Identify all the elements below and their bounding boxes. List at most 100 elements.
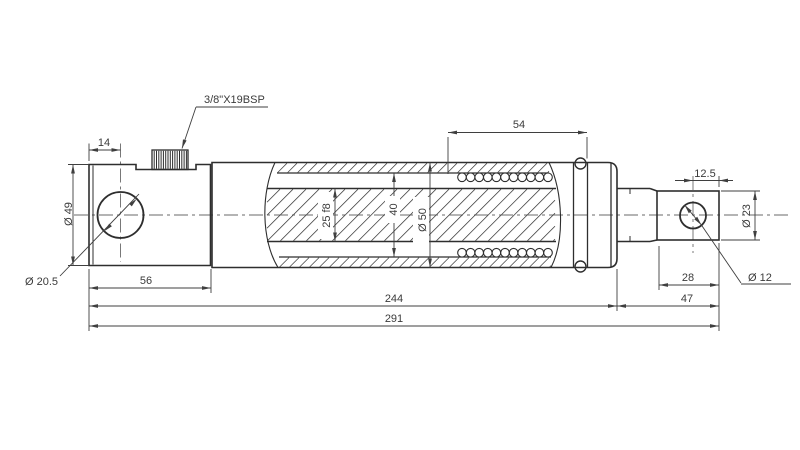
hatch-line — [379, 257, 390, 268]
hatch-line — [307, 162, 318, 173]
hatch-line — [358, 188, 411, 242]
spring-coil-circle — [482, 172, 493, 183]
hatch-line — [479, 257, 490, 268]
dim-total-length: 291 — [385, 313, 403, 325]
hatch-line — [540, 225, 556, 242]
dim-eye-bore-diameter: Ø 20.5 — [25, 276, 58, 288]
hatch-line — [329, 257, 340, 268]
hatch-line — [517, 162, 528, 173]
spring-coil-circle — [517, 247, 528, 258]
dimension-arrowhead — [710, 304, 719, 308]
hatch-line — [279, 257, 290, 268]
spring-coil-circle — [474, 247, 485, 258]
dim-rod-diameter: 25 f8 — [321, 203, 333, 227]
retainer-ring-top — [574, 157, 587, 170]
hatch-line — [488, 188, 541, 242]
rod-eye-hole — [679, 201, 707, 230]
hatch-line — [266, 188, 281, 203]
dimension-arrowhead — [753, 231, 757, 240]
dim-eye-pin-offset: 14 — [98, 137, 110, 149]
hatch-line — [327, 162, 338, 173]
dim-eye-outer-diameter: Ø 49 — [63, 202, 75, 226]
hatch-line — [553, 238, 556, 242]
spring-coil-circle — [508, 172, 519, 183]
dim-body-length: 244 — [385, 293, 403, 305]
dimension-arrowhead — [608, 304, 617, 308]
spring-coil-circle — [534, 247, 545, 258]
hatch-line — [537, 162, 548, 173]
hatch-line — [349, 257, 360, 268]
hatch-line — [423, 188, 476, 242]
dimension-arrowhead — [684, 205, 692, 214]
dim-rod-eye-bore: Ø 12 — [748, 272, 772, 284]
hatch-line — [359, 257, 370, 268]
hatch-line — [419, 257, 430, 268]
dimension-arrowhead — [710, 283, 719, 287]
port-plug — [151, 149, 189, 171]
hatch-line — [369, 257, 380, 268]
dim-rod-extension-length: 47 — [681, 293, 693, 305]
dimension-arrowhead — [71, 164, 75, 174]
left-eye-mount — [88, 163, 212, 267]
spring-coil-circle — [465, 247, 476, 258]
spring-coil-circle — [500, 247, 510, 258]
retainer-ring-bottom — [574, 260, 587, 273]
spring-coil-circle — [517, 172, 528, 183]
hatch-line — [539, 257, 550, 268]
hatch-line — [457, 162, 468, 173]
dim-eye-block-length: 56 — [140, 275, 152, 287]
section-break-left — [264, 162, 279, 268]
hatch-line — [439, 257, 450, 268]
dimension-arrowhead — [333, 232, 337, 242]
cylinder-barrel — [211, 161, 618, 269]
hatch-line — [287, 162, 298, 173]
port-thread-label: 3/8"X19BSP — [204, 94, 265, 106]
hatch-line — [499, 257, 510, 268]
hatch-line — [407, 162, 418, 173]
hatch-line — [266, 188, 294, 216]
left-eye-hole — [96, 191, 145, 239]
hatch-line — [475, 188, 528, 242]
hatch-line — [409, 257, 420, 268]
rod-taper-top — [649, 187, 658, 192]
dimension-arrowhead — [428, 258, 432, 268]
dimension-arrowhead — [71, 256, 75, 266]
port-plug-knurl — [153, 150, 187, 169]
dimension-arrowhead — [684, 178, 693, 183]
section-break-right — [548, 162, 562, 268]
dimension-arrowhead — [719, 178, 728, 183]
hatch-line — [299, 257, 310, 268]
hatch-line — [277, 162, 288, 173]
dim-rod-end-length: 28 — [682, 272, 694, 284]
hatch-line — [266, 188, 307, 229]
text-mask — [413, 197, 429, 243]
dimension-arrowhead — [392, 248, 396, 257]
hatch-line — [267, 188, 320, 242]
dimension-line — [701, 224, 742, 284]
hatch-line — [367, 162, 378, 173]
hatch-line — [397, 162, 408, 173]
spring-coil-circle — [508, 247, 519, 258]
hatch-line — [319, 257, 330, 268]
hatch-line — [514, 199, 556, 242]
spring-coil-circle — [543, 172, 553, 183]
hatch-line — [317, 162, 328, 173]
dimension-labels: 3/8"X19BSP 14 54 Ø 49 Ø 20.5 56 25 f8 40… — [25, 94, 772, 325]
hatch-line — [487, 162, 498, 173]
dim-rod-end-diameter: Ø 23 — [741, 204, 753, 228]
spring-coil-section — [457, 172, 553, 258]
dimension-arrowhead — [89, 286, 98, 290]
spring-coil-circle — [474, 172, 485, 183]
arrowheads — [71, 130, 757, 328]
dim-spring-length: 54 — [513, 119, 525, 131]
dimension-arrowhead — [202, 286, 211, 290]
hatch-line — [529, 257, 540, 268]
hatch-line — [449, 188, 502, 242]
hatch-line — [469, 257, 480, 268]
dimension-arrowhead — [111, 148, 121, 152]
dimension-arrowhead — [89, 304, 98, 308]
dimension-arrowhead — [129, 198, 137, 207]
dimension-arrowhead — [89, 148, 98, 152]
spring-coil-circle — [457, 247, 467, 258]
